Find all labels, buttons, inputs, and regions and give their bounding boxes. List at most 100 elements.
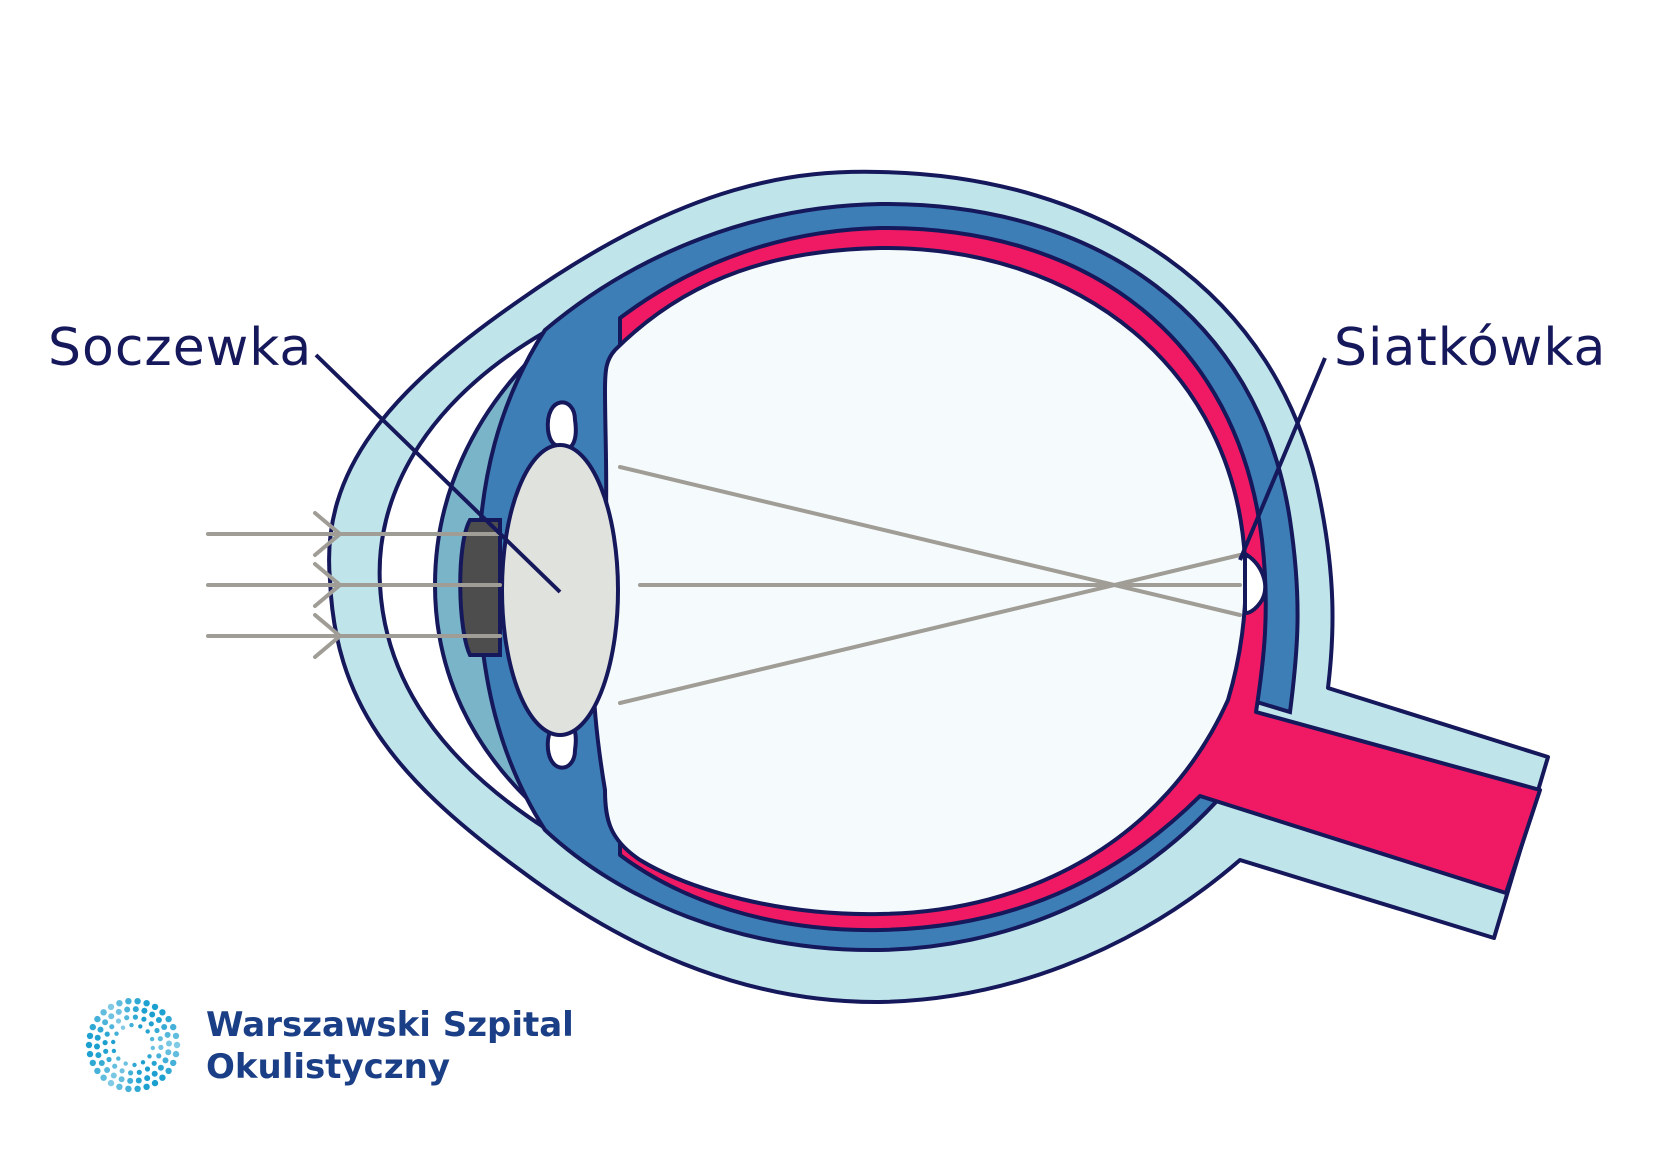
logo-dot <box>102 1040 108 1046</box>
logo-dot <box>119 1068 125 1074</box>
logo-dot <box>104 1031 110 1037</box>
logo-dot <box>118 1076 125 1083</box>
retina-label: Siatkówka <box>1334 318 1606 378</box>
logo-dot <box>132 1014 138 1020</box>
logo-dot <box>165 1067 172 1075</box>
logo-dot <box>138 1024 143 1029</box>
ciliary-body-top <box>545 400 578 451</box>
logo-dot <box>107 1079 115 1087</box>
logo-dot <box>170 1059 177 1067</box>
logo-dot <box>102 1019 109 1026</box>
logo-dot <box>107 1003 115 1011</box>
logo-dot <box>154 1027 160 1034</box>
logo-dot <box>149 1036 155 1042</box>
fovea <box>1243 552 1268 615</box>
logo-dot <box>124 1006 131 1013</box>
logo-dot <box>94 1067 101 1075</box>
logo-dot <box>100 1074 107 1081</box>
logo-dot <box>106 1056 112 1063</box>
logo-dot <box>149 1011 156 1018</box>
logo-dot <box>157 1064 164 1071</box>
logo-dot <box>115 1008 122 1015</box>
logo-dot <box>124 1015 130 1021</box>
logo-dot <box>110 1072 117 1079</box>
logo-dot <box>100 1009 107 1016</box>
logo-dot <box>97 1026 104 1033</box>
logo-dot <box>144 1066 151 1072</box>
logo-dot <box>108 1013 115 1020</box>
logo-dot <box>141 1007 148 1014</box>
logo-dot <box>157 1036 163 1042</box>
logo-dot <box>161 1024 168 1030</box>
logo-dot <box>125 998 132 1005</box>
logo-dot <box>129 1022 134 1028</box>
chevron-right-icon <box>313 511 344 557</box>
logo-dot <box>89 1059 97 1067</box>
retina-leader-line <box>1238 357 1327 561</box>
logo-dot <box>143 1000 150 1007</box>
logo-dot <box>125 1085 132 1093</box>
logo-dot <box>165 1015 172 1023</box>
logo-dot <box>95 1052 102 1059</box>
logo-dot <box>148 1021 154 1027</box>
logo-dot <box>123 1061 128 1066</box>
logo-dot <box>173 1041 181 1049</box>
logo-dot <box>98 1060 105 1066</box>
logo-dot <box>85 1041 93 1049</box>
logo-dot <box>109 1024 115 1030</box>
logo-dot <box>86 1032 94 1040</box>
logo-dot <box>116 1000 123 1007</box>
logo-dot <box>134 1085 141 1093</box>
logo-dot <box>141 1016 147 1022</box>
vitreous-body <box>591 245 1248 917</box>
chevron-right-icon <box>313 613 344 659</box>
logo-dot <box>135 1077 142 1084</box>
logo-dot <box>159 1009 166 1016</box>
logo-dot <box>151 1003 159 1011</box>
logo-dot <box>140 1060 146 1065</box>
logo-dot <box>170 1023 177 1031</box>
logo-dot <box>132 1062 137 1068</box>
logo-dot <box>155 1017 162 1023</box>
logo-text-line2: Okulistyczny <box>206 1047 450 1087</box>
logo-dot <box>120 1025 126 1030</box>
logo-dot <box>162 1057 169 1064</box>
logo-dot <box>86 1050 94 1058</box>
logo-dot <box>94 1043 100 1050</box>
logo-dot <box>116 1083 123 1091</box>
logo-dot <box>112 1063 118 1069</box>
refracted-ray-bottom <box>618 553 1242 705</box>
logo-dot <box>143 1083 150 1091</box>
logo-dot <box>147 1054 152 1059</box>
logo-dot <box>165 1049 172 1056</box>
logo-dot <box>156 1053 162 1059</box>
logo-dot <box>111 1039 116 1045</box>
logo-dot <box>111 1048 117 1054</box>
lens-leader-line <box>314 353 562 594</box>
logo-dot <box>94 1034 101 1041</box>
logo-dot <box>115 1018 122 1024</box>
logo-dot <box>150 1045 155 1051</box>
logo-dot <box>134 998 141 1005</box>
logo-dot <box>136 1069 142 1075</box>
logo-text-line1: Warszawski Szpital <box>206 1005 574 1045</box>
chevron-right-icon <box>313 562 344 608</box>
logo-dot <box>94 1015 101 1023</box>
logo-dot <box>172 1032 180 1040</box>
concentric-dots-ring-icon <box>85 998 181 1093</box>
logo-dot <box>104 1067 111 1073</box>
logo-dot <box>144 1075 151 1082</box>
lens-label: Soczewka <box>48 318 312 378</box>
logo-dot <box>151 1060 157 1066</box>
logo-dot <box>164 1031 171 1038</box>
refracted-ray-top <box>618 465 1242 617</box>
light-rays <box>206 465 1242 705</box>
logo-dot <box>114 1031 119 1036</box>
logo-dot <box>89 1023 97 1031</box>
logo-dot <box>151 1070 158 1077</box>
logo-dot <box>145 1029 150 1034</box>
logo-dot <box>151 1079 159 1087</box>
logo-dot <box>158 1044 164 1050</box>
logo-dot <box>128 1070 134 1076</box>
